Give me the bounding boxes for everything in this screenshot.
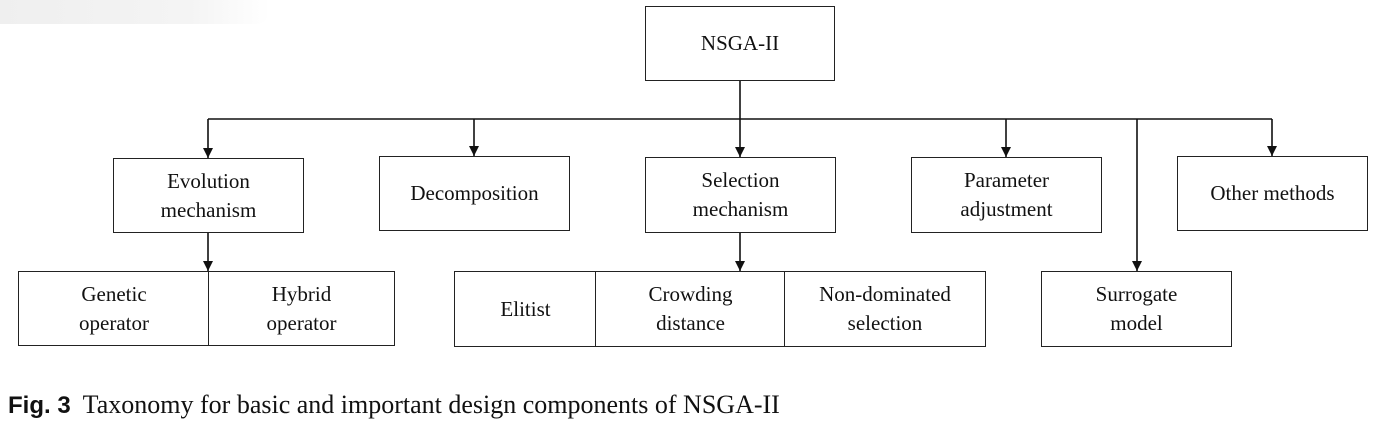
selection-mechanism-node: Selection mechanism — [645, 157, 836, 233]
figure-caption-text: Taxonomy for basic and important design … — [82, 390, 780, 419]
surrogate-model-node: Surrogate model — [1041, 271, 1232, 347]
other-methods-node: Other methods — [1177, 156, 1368, 231]
decomposition-node: Decomposition — [379, 156, 570, 231]
figure-label: Fig. 3 — [8, 392, 71, 419]
crowding-distance-node: Crowding distance — [595, 271, 786, 347]
evolution-mechanism-node: Evolution mechanism — [113, 158, 304, 233]
figure-caption: Fig. 3 Taxonomy for basic and important d… — [8, 387, 780, 424]
elitist-node: Elitist — [454, 271, 597, 347]
genetic-operator-node: Genetic operator — [18, 271, 210, 346]
page-corner-shadow — [0, 0, 270, 24]
hybrid-operator-node: Hybrid operator — [208, 271, 395, 346]
non-dominated-selection-node: Non-dominated selection — [784, 271, 986, 347]
parameter-adjustment-node: Parameter adjustment — [911, 157, 1102, 233]
connector-lines — [203, 81, 1277, 271]
root-node: NSGA-II — [645, 6, 835, 81]
